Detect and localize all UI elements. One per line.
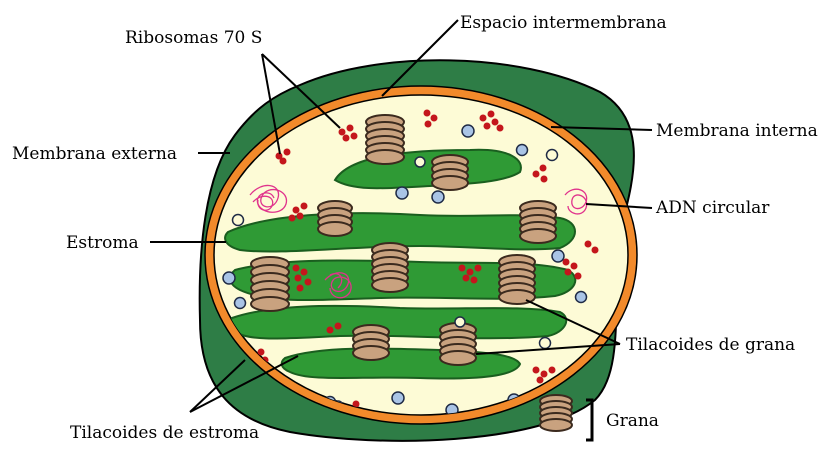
granum-stack [432,155,468,190]
granum-stack [372,243,408,292]
granum-stack [251,257,289,311]
label-grana: Grana [606,411,659,431]
label-estroma: Estroma [66,233,139,253]
label-ribosomas: Ribosomas 70 S [125,28,262,48]
label-tilacoides-estroma: Tilacoides de estroma [70,423,259,443]
granum-legend-icon [540,395,572,431]
label-tilacoides-grana: Tilacoides de grana [626,335,795,355]
granum-stack [366,115,404,164]
label-membrana-interna: Membrana interna [656,121,818,141]
granum-stack [318,201,352,236]
label-membrana-externa: Membrana externa [12,144,177,164]
granum-stack [440,323,476,365]
granum-stack [520,201,556,243]
label-adn-circular: ADN circular [655,198,770,218]
granum-stack [353,325,389,360]
label-espacio-intermembrana: Espacio intermembrana [460,13,667,33]
granum-stack [499,255,535,304]
